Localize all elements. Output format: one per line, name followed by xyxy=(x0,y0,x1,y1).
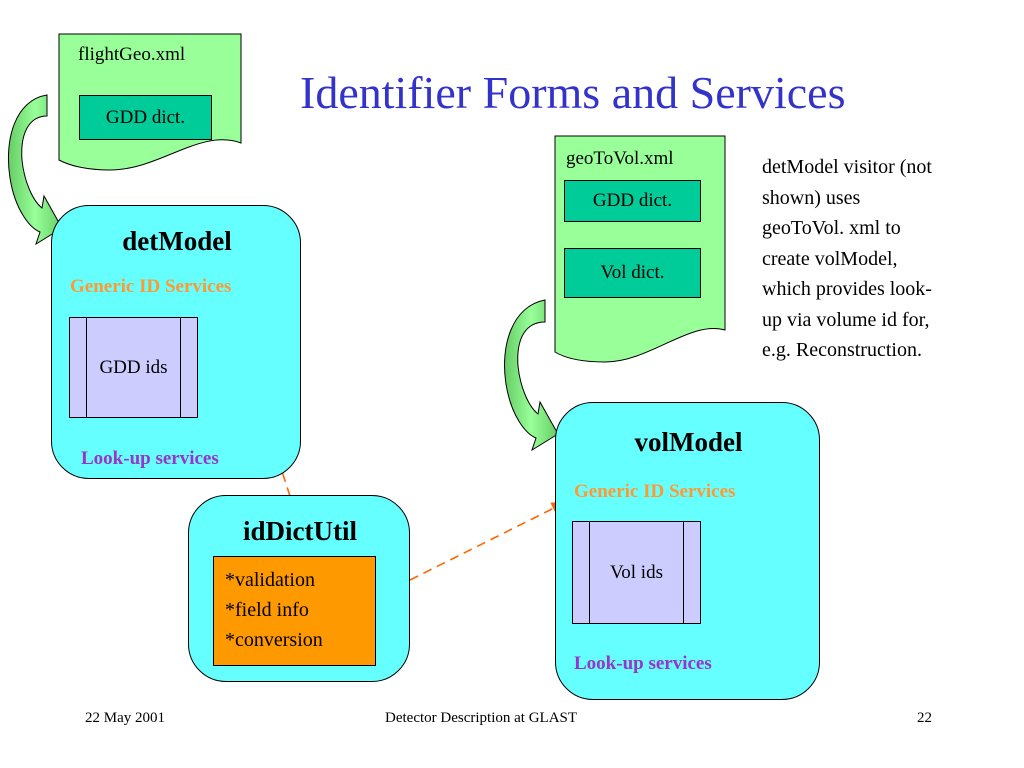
detmodel-box: detModel Generic ID Services GDD ids Loo… xyxy=(51,205,301,479)
iddictutil-box: idDictUtil *validation *field info *conv… xyxy=(188,495,410,682)
vol-ids-right-divider xyxy=(683,522,684,623)
note-line: create volModel, xyxy=(762,247,898,270)
dashed-arrow-to-volmodel xyxy=(409,501,568,581)
note-line: detModel visitor (not xyxy=(762,156,932,178)
feature-item-field-info: *field info xyxy=(225,599,309,621)
gdd-ids-left-divider xyxy=(86,318,87,417)
feature-item-validation: *validation xyxy=(225,569,315,591)
vol-ids-box: Vol ids xyxy=(572,521,701,624)
flightgeo-file-label: flightGeo.xml xyxy=(78,44,186,65)
note-line: which provides look- xyxy=(762,278,932,300)
geotovol-vol-dict-label: Vol dict. xyxy=(600,262,665,283)
note-line: geoToVol. xml to xyxy=(762,217,901,239)
footer-title: Detector Description at GLAST xyxy=(385,710,578,726)
volmodel-box: volModel Generic ID Services Vol ids Loo… xyxy=(555,402,820,700)
iddictutil-feature-list: *validation *field info *conversion xyxy=(213,556,376,666)
feature-item-conversion: *conversion xyxy=(225,629,323,651)
gdd-ids-right-divider xyxy=(180,318,181,417)
volmodel-lookup-services: Look-up services xyxy=(574,653,712,674)
slide-title: Identifier Forms and Services xyxy=(300,67,846,118)
note-line: up via volume id for, xyxy=(762,308,930,331)
volmodel-generic-id-services: Generic ID Services xyxy=(574,481,736,502)
geotovol-file-label: geoToVol.xml xyxy=(566,148,674,169)
footer-page-number: 22 xyxy=(917,710,932,726)
geotovol-gdd-dict-label: GDD dict. xyxy=(592,190,673,211)
geotovol-gdd-dict-box: GDD dict. xyxy=(564,180,701,222)
iddictutil-title: idDictUtil xyxy=(243,516,357,546)
footer-date: 22 May 2001 xyxy=(85,710,165,726)
detmodel-visitor-note: detModel visitor (not shown) uses geoToV… xyxy=(762,152,1012,366)
volmodel-title: volModel xyxy=(634,427,743,457)
flightgeo-gdd-dict-box: GDD dict. xyxy=(79,95,212,140)
flightgeo-gdd-dict-label: GDD dict. xyxy=(105,106,186,128)
detmodel-title: detModel xyxy=(122,226,232,256)
geotovol-vol-dict-box: Vol dict. xyxy=(564,248,701,298)
curved-arrow-to-detmodel xyxy=(7,94,63,246)
curved-arrow-to-volmodel xyxy=(504,299,559,452)
gdd-ids-box: GDD ids xyxy=(69,317,198,418)
note-line: e.g. Reconstruction. xyxy=(762,339,922,361)
note-line: shown) uses xyxy=(762,186,861,209)
detmodel-lookup-services: Look-up services xyxy=(81,448,219,469)
vol-ids-left-divider xyxy=(589,522,590,623)
vol-ids-label: Vol ids xyxy=(610,561,663,583)
gdd-ids-label: GDD ids xyxy=(99,356,168,378)
detmodel-generic-id-services: Generic ID Services xyxy=(70,276,232,297)
